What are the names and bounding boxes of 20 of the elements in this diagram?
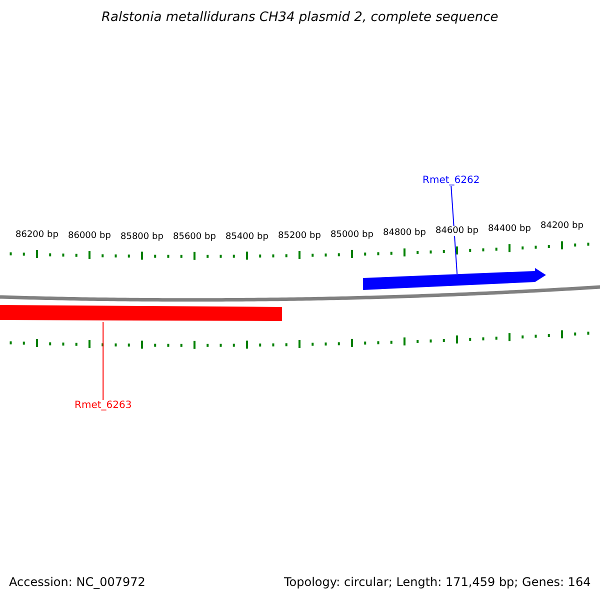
- title: Ralstonia metallidurans CH34 plasmid 2, complete sequence: [102, 10, 498, 25]
- tick-label: 84800 bp: [383, 228, 426, 238]
- gene-arrow: [363, 268, 547, 292]
- tick-label: 84400 bp: [488, 224, 531, 234]
- tick-label: 84600 bp: [436, 226, 478, 236]
- gene-label: Rmet_6263: [74, 400, 132, 411]
- tick-label: 85200 bp: [278, 231, 321, 241]
- leader-line: [102, 322, 104, 400]
- tick-label: 85400 bp: [226, 232, 268, 242]
- tick-label: 85000 bp: [330, 230, 374, 240]
- tick-label: 84200 bp: [540, 221, 584, 232]
- tick-label: 86200 bp: [16, 230, 58, 240]
- genome-summary: Topology: circular; Length: 171,459 bp; Genes: 164: [284, 575, 591, 589]
- accession-label: Accession: NC_007972: [9, 575, 146, 589]
- gene-arrow: [0, 305, 283, 322]
- gene-label: Rmet_6262: [422, 175, 480, 186]
- tick-label: 86000 bp: [68, 231, 111, 242]
- tick-label: 85600 bp: [173, 232, 216, 242]
- leader-line: [450, 186, 458, 274]
- tick-label: 85800 bp: [120, 232, 164, 242]
